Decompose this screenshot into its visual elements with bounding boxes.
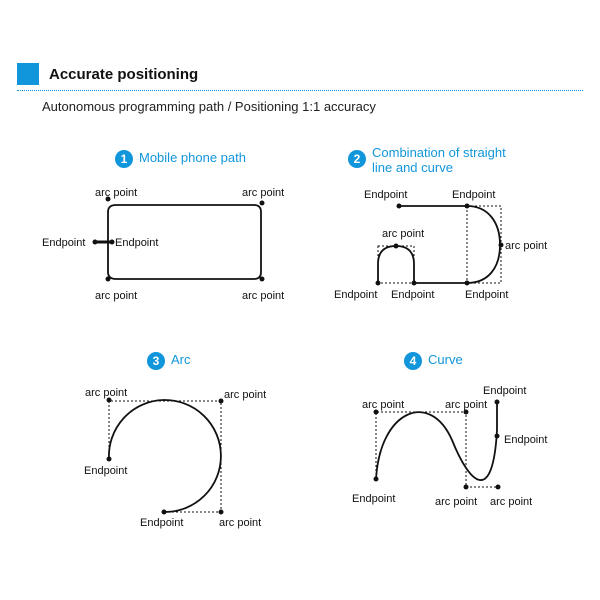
label-arc-point: arc point — [95, 187, 137, 199]
label-endpoint: Endpoint — [452, 189, 495, 201]
endpoint-marker — [464, 203, 470, 209]
label-arc-point: arc point — [224, 389, 266, 401]
label-arc-point: arc point — [382, 228, 424, 240]
diagram-4-label: Curve — [428, 352, 463, 367]
diagram-1-mobile-phone-path: arc point arc point Endpoint Endpoint ar… — [42, 187, 284, 302]
endpoint-marker — [92, 239, 98, 245]
section-header: Accurate positioning — [17, 63, 198, 85]
label-endpoint: Endpoint — [334, 289, 377, 301]
guide-box — [466, 205, 502, 284]
endpoint-marker — [494, 433, 500, 439]
label-endpoint: Endpoint — [364, 189, 407, 201]
arc-point-marker — [259, 276, 265, 282]
arc-point-marker — [498, 242, 504, 248]
endpoint-marker — [411, 280, 417, 286]
arc-point-marker — [393, 243, 399, 249]
diagram-3-arc: arc point arc point Endpoint Endpoint ar… — [84, 387, 266, 529]
endpoint-marker — [109, 239, 115, 245]
label-endpoint: Endpoint — [42, 237, 85, 249]
endpoint-marker — [375, 280, 381, 286]
endpoint-marker — [494, 399, 500, 405]
arc-point-marker — [495, 484, 501, 490]
label-arc-point: arc point — [219, 517, 261, 529]
label-arc-point: arc point — [95, 290, 137, 302]
label-endpoint: Endpoint — [465, 289, 508, 301]
label-endpoint: Endpoint — [115, 237, 158, 249]
arc-point-marker — [218, 509, 224, 515]
diagram-2-title: 2 Combination of straight line and curve — [348, 145, 506, 175]
diagram-2-combination-path: Endpoint Endpoint arc point arc point En… — [334, 189, 547, 301]
diagram-1-title: 1 Mobile phone path — [115, 150, 246, 168]
arc-point-marker — [106, 397, 112, 403]
diagram-3-label: Arc — [171, 352, 191, 367]
endpoint-marker — [464, 280, 470, 286]
arc-point-marker — [463, 484, 469, 490]
label-arc-point: arc point — [505, 240, 547, 252]
curve-path — [375, 402, 498, 481]
arc-point-marker — [218, 398, 224, 404]
number-1-icon: 1 — [115, 150, 133, 168]
endpoint-marker — [373, 476, 379, 482]
diagram-1-label: Mobile phone path — [139, 150, 246, 165]
label-endpoint: Endpoint — [391, 289, 434, 301]
label-arc-point: arc point — [435, 496, 477, 508]
number-4-icon: 4 — [404, 352, 422, 370]
endpoint-marker — [396, 203, 402, 209]
arc-path — [108, 399, 222, 513]
section-subtitle: Autonomous programming path / Positionin… — [42, 99, 376, 114]
guide-box — [377, 245, 415, 284]
number-3-icon: 3 — [147, 352, 165, 370]
endpoint-marker — [106, 456, 112, 462]
label-arc-point: arc point — [85, 387, 127, 399]
phone-path-outline — [107, 204, 262, 280]
arc-point-marker — [373, 409, 379, 415]
guide-dotted-lines — [375, 411, 498, 488]
arc-point-marker — [105, 196, 111, 202]
label-arc-point: arc point — [242, 187, 284, 199]
label-endpoint: Endpoint — [504, 434, 547, 446]
label-arc-point: arc point — [445, 399, 487, 411]
label-arc-point: arc point — [362, 399, 404, 411]
label-endpoint: Endpoint — [483, 385, 526, 397]
endpoint-marker — [161, 509, 167, 515]
diagram-4-curve: arc point arc point Endpoint Endpoint En… — [352, 385, 547, 508]
section-title: Accurate positioning — [49, 65, 199, 83]
arc-point-marker — [463, 409, 469, 415]
header-square-icon — [17, 63, 39, 85]
arc-point-marker — [105, 276, 111, 282]
header-divider — [17, 90, 583, 91]
label-arc-point: arc point — [242, 290, 284, 302]
number-2-icon: 2 — [348, 150, 366, 168]
arc-point-marker — [259, 200, 265, 206]
label-endpoint: Endpoint — [84, 465, 127, 477]
diagram-2-label: Combination of straight line and curve — [372, 145, 506, 175]
label-endpoint: Endpoint — [140, 517, 183, 529]
label-endpoint: Endpoint — [352, 493, 395, 505]
diagram-3-title: 3 Arc — [147, 352, 191, 370]
diagram-4-title: 4 Curve — [404, 352, 463, 370]
label-arc-point: arc point — [490, 496, 532, 508]
